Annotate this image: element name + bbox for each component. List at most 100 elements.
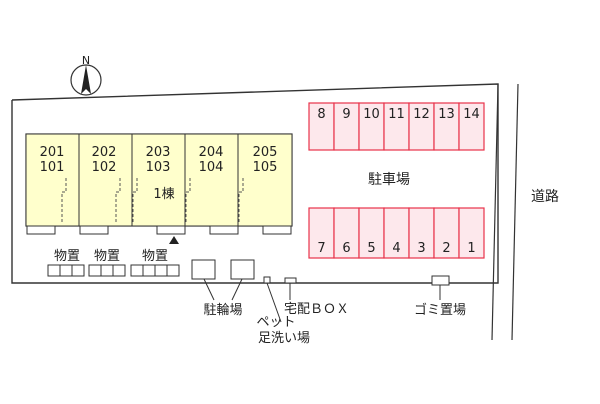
parking-stall (308, 207, 335, 259)
storage-label: 物置 (54, 249, 80, 264)
parking-stall-number: 3 (417, 241, 425, 256)
storage-cell (59, 264, 73, 277)
leader-line (231, 278, 243, 301)
storage-shed (130, 264, 180, 277)
unit-number-lower: 101 (40, 160, 65, 175)
parking-stall (358, 102, 385, 151)
parking-stall (383, 207, 410, 259)
parking-stall-number: 9 (342, 107, 350, 122)
unit-number-lower: 102 (92, 160, 117, 175)
storage-cell (142, 264, 156, 277)
garbage-box (431, 275, 450, 286)
garbage-area: ゴミ置場 (414, 275, 466, 318)
unit-2: 202 102 (78, 133, 133, 235)
road-edge-right (511, 83, 519, 341)
unit-interior-line (132, 178, 138, 222)
parking-stall-number: 4 (392, 241, 400, 256)
storage-shed (88, 264, 126, 277)
delivery-box: 宅配ＢＯＸ (284, 277, 349, 317)
unit-block (131, 133, 186, 227)
storage-cell (88, 264, 102, 277)
pet-wash-label-line2: 足洗い場 (258, 331, 310, 346)
road: 道路 (491, 83, 559, 341)
unit-interior-line (61, 178, 67, 222)
unit-interior-line (185, 178, 191, 222)
north-arrow-icon (81, 65, 91, 94)
unit-number-upper: 203 (146, 145, 171, 160)
delivery-box-shape (284, 277, 297, 284)
road-label: 道路 (531, 189, 559, 205)
parking-stall-number: 8 (317, 107, 325, 122)
storage-cell (166, 264, 180, 277)
parking-stall-number: 14 (463, 107, 480, 122)
bicycle-parking-box (191, 259, 216, 280)
unit-number-upper: 201 (40, 145, 65, 160)
storage-label: 物置 (94, 249, 120, 264)
parking-stall (333, 207, 360, 259)
leader-line (203, 278, 215, 301)
storage-sheds: 物置 物置 物置 (47, 249, 180, 277)
leader-line (266, 282, 282, 323)
parking-stall (458, 207, 485, 259)
delivery-box-label: 宅配ＢＯＸ (284, 302, 349, 317)
parking-stall-number: 11 (388, 107, 405, 122)
pet-wash-area: ペット 足洗い場 (256, 276, 310, 346)
parking-stall (308, 102, 335, 151)
parking-stall-number: 13 (438, 107, 455, 122)
parking-stall (458, 102, 485, 151)
storage-cell (130, 264, 144, 277)
unit-number-upper: 202 (92, 145, 117, 160)
storage-cell (154, 264, 168, 277)
apartment-building: 201 101 202 102 203 103 1棟 204 104 (25, 133, 293, 244)
garbage-label: ゴミ置場 (414, 302, 466, 318)
storage-cell (100, 264, 114, 277)
unit-block (237, 133, 293, 227)
road-edge-left (491, 83, 499, 341)
site-outline (11, 83, 499, 284)
pet-wash-box (263, 276, 271, 284)
unit-interior-line (238, 178, 244, 222)
site-boundary (11, 83, 499, 284)
parking-stall-number: 6 (342, 241, 350, 256)
unit-number-upper: 204 (199, 145, 224, 160)
unit-balcony (26, 225, 56, 235)
unit-number-lower: 103 (146, 160, 171, 175)
bicycle-parking-label: 駐輪場 (203, 302, 242, 318)
storage-label: 物置 (142, 249, 168, 264)
bicycle-parking: 駐輪場 (191, 259, 255, 318)
unit-4: 204 104 (184, 133, 239, 235)
unit-number-upper: 205 (253, 145, 278, 160)
unit-1: 201 101 (25, 133, 80, 235)
parking-row-top: 8 9 10 11 12 13 14 (308, 102, 485, 151)
compass-label: N (82, 54, 90, 67)
unit-interior-line (115, 178, 121, 222)
parking-stall-number: 2 (442, 241, 450, 256)
unit-balcony (156, 225, 186, 235)
storage-cell (71, 264, 85, 277)
unit-number-lower: 105 (253, 160, 278, 175)
storage-shed (47, 264, 85, 277)
parking-stall (333, 102, 360, 151)
parking-label: 駐車場 (368, 171, 410, 188)
parking-stall-number: 5 (367, 241, 375, 256)
parking-stall-number: 12 (413, 107, 430, 122)
unit-number-lower: 104 (199, 160, 224, 175)
pet-wash-label-line1: ペット (256, 315, 295, 330)
storage-cell (47, 264, 61, 277)
unit-3: 203 103 1棟 (131, 133, 186, 235)
unit-balcony (79, 225, 109, 235)
storage-cell (112, 264, 126, 277)
unit-balcony (209, 225, 239, 235)
bicycle-parking-box (230, 259, 255, 280)
parking-stall (408, 207, 435, 259)
unit-5: 205 105 (237, 133, 293, 235)
unit-balcony (262, 225, 292, 235)
building-label: 1棟 (153, 187, 174, 202)
compass: N (70, 54, 102, 96)
parking-stall-number: 1 (467, 241, 475, 256)
parking-stall-number: 10 (363, 107, 380, 122)
entrance-marker-icon (169, 236, 179, 244)
